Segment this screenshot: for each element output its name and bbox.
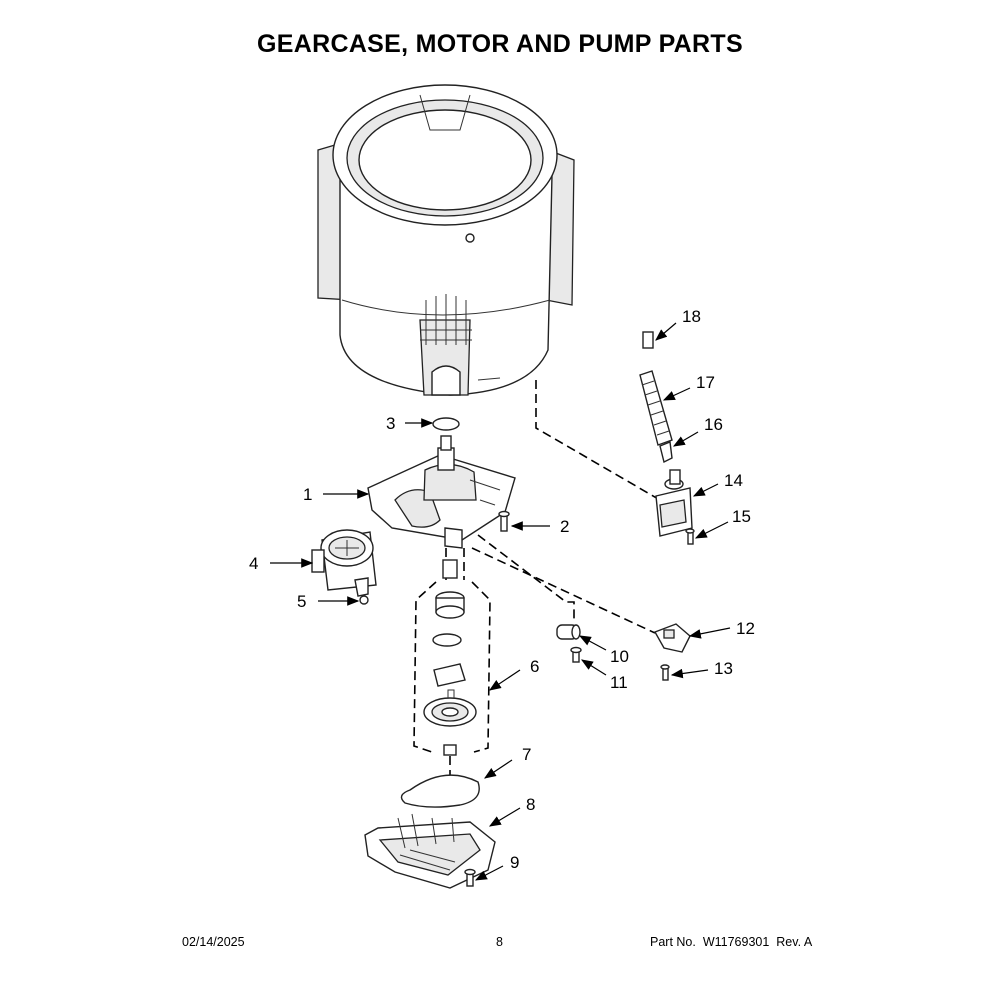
part-14-drain-pump — [655, 469, 693, 537]
callout-5: 5 — [297, 592, 306, 611]
callout-15: 15 — [732, 507, 751, 526]
footer-date: 02/14/2025 — [182, 935, 245, 949]
callout-numbers: 1 2 3 4 5 6 7 8 9 10 11 12 13 14 15 16 1… — [249, 307, 755, 872]
callout-18: 18 — [682, 307, 701, 326]
part-7-drive-belt — [400, 774, 480, 808]
footer-part-info: Part No. W11769301 Rev. A — [650, 935, 812, 949]
callout-17: 17 — [696, 373, 715, 392]
part-6-pulley-assembly — [413, 548, 491, 785]
callout-9: 9 — [510, 853, 519, 872]
callout-1: 1 — [303, 485, 312, 504]
part-8-base-shroud — [364, 813, 496, 889]
outer-tub — [317, 84, 575, 396]
part-17-drain-hose — [639, 370, 673, 446]
callout-2: 2 — [560, 517, 569, 536]
page-title: GEARCASE, MOTOR AND PUMP PARTS — [257, 30, 743, 58]
callout-8: 8 — [526, 795, 535, 814]
callout-3: 3 — [386, 414, 395, 433]
callout-14: 14 — [724, 471, 743, 490]
part-12-switch — [653, 623, 691, 653]
callout-6: 6 — [530, 657, 539, 676]
part-18-plug — [642, 331, 654, 349]
part-10-capacitor — [556, 624, 581, 640]
callout-4: 4 — [249, 554, 258, 573]
footer-part-number: W11769301 — [702, 935, 770, 949]
callout-12: 12 — [736, 619, 755, 638]
hose-connection-line-pump — [535, 380, 661, 501]
callout-10: 10 — [610, 647, 629, 666]
part-11-screw — [570, 646, 582, 663]
callout-11: 11 — [610, 673, 628, 692]
part-9-screw — [464, 868, 476, 887]
callout-13: 13 — [714, 659, 733, 678]
harness-connection-line-12 — [471, 547, 656, 634]
part-16-hose-clamp — [659, 441, 673, 464]
footer-rev: Rev. A — [776, 935, 813, 949]
callout-leaders — [270, 322, 731, 881]
callout-7: 7 — [522, 745, 531, 764]
footer-page-number: 8 — [496, 935, 503, 949]
part-2-screw — [498, 510, 510, 532]
part-13-screw — [660, 664, 670, 681]
part-15-screw — [685, 528, 695, 545]
harness-connection-line-10 — [477, 534, 575, 622]
footer-part-label: Part No. — [650, 935, 696, 949]
callout-16: 16 — [704, 415, 723, 434]
part-1-gearcase — [367, 435, 516, 549]
part-5-screw — [359, 595, 369, 605]
part-4-drive-motor — [311, 529, 377, 597]
part-3-o-ring — [432, 417, 460, 431]
